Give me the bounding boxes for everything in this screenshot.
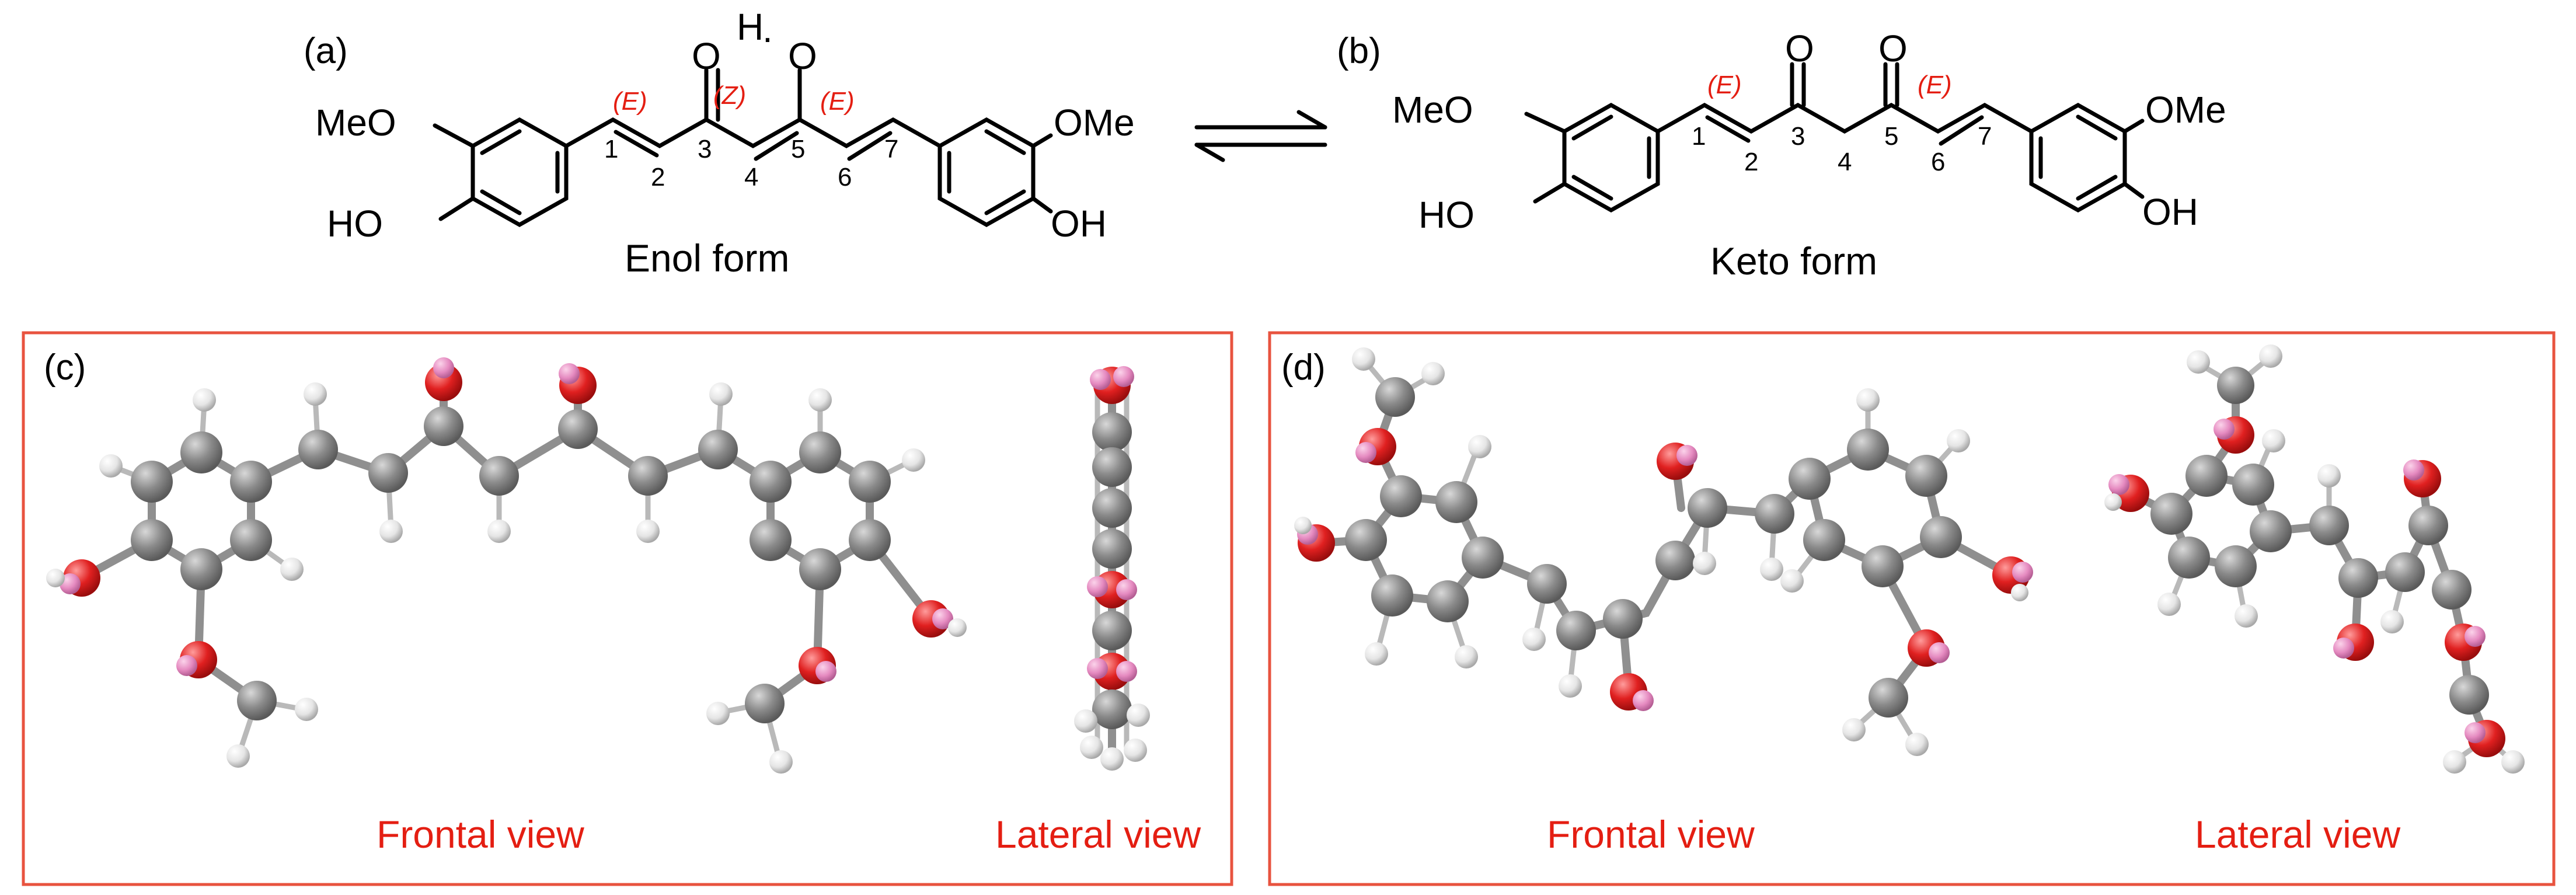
enol-hydroxy-right: OH [1051, 203, 1107, 245]
enol-c4: 4 [744, 163, 758, 191]
keto-left-ring [1562, 102, 1660, 213]
keto-oxygen-3: O [1785, 27, 1814, 69]
panel-c-lateral-label: Lateral view [995, 813, 1201, 856]
enol-stereo-e-1: (E) [613, 87, 647, 116]
panel-b-keto-structure: (b) MeO HO O O (E) (E) 1 2 3 4 5 6 7 OMe… [1337, 27, 2226, 283]
panel-b-letter: (b) [1337, 31, 1381, 71]
keto-c2: 2 [1744, 148, 1758, 176]
enol-c6: 6 [838, 163, 852, 191]
panel-d-lateral-label: Lateral view [2195, 813, 2401, 856]
panel-c-frame [22, 331, 1233, 886]
enol-hydrogen: H [737, 6, 764, 48]
keto-right-ring [2029, 102, 2127, 213]
keto-c1: 1 [1692, 122, 1706, 151]
panel-a-letter: (a) [304, 31, 348, 71]
keto-stereo-e-2: (E) [1918, 71, 1952, 99]
svg-text:.: . [762, 8, 773, 50]
equilibrium-arrows [1194, 110, 1327, 162]
enol-c2: 2 [651, 163, 665, 191]
keto-c3: 3 [1791, 122, 1805, 151]
keto-c6: 6 [1931, 148, 1945, 176]
enol-c3: 3 [698, 135, 712, 163]
enol-right-ring [937, 117, 1036, 228]
panel-a-enol-structure: (a) MeO HO O O H . (E) (Z) (E) 1 2 3 4 5… [304, 6, 1135, 280]
keto-methoxy-left: MeO [1392, 89, 1473, 131]
panel-d-frame [1268, 331, 2556, 886]
panel-c-frontal-model [46, 357, 967, 774]
enol-keto-oxygen: O [692, 35, 721, 77]
keto-c5: 5 [1884, 122, 1898, 151]
keto-hydroxy-right: OH [2142, 191, 2198, 233]
enol-methoxy-left: MeO [315, 102, 396, 144]
enol-hydroxy-left: HO [327, 203, 383, 245]
enol-stereo-z: (Z) [713, 81, 746, 110]
keto-c7: 7 [1978, 122, 1992, 151]
keto-hydroxy-left: HO [1418, 194, 1475, 236]
panel-d-lateral-model [2104, 344, 2525, 774]
panel-c-letter: (c) [44, 347, 86, 388]
keto-oxygen-5: O [1878, 27, 1908, 69]
enol-c1: 1 [604, 135, 618, 163]
enol-methoxy-right: OMe [1054, 102, 1135, 144]
panel-d-frontal-model [1294, 347, 2033, 756]
enol-chain [564, 117, 942, 149]
keto-caption: Keto form [1710, 239, 1877, 283]
enol-stereo-e-2: (E) [820, 87, 855, 116]
panel-d-frontal-label: Frontal view [1547, 813, 1755, 856]
keto-c4: 4 [1838, 148, 1852, 176]
keto-chain [1655, 102, 2034, 134]
enol-caption: Enol form [625, 236, 789, 280]
panel-d-letter: (d) [1281, 347, 1326, 388]
keto-methoxy-right: OMe [2145, 89, 2226, 131]
enol-c7: 7 [884, 135, 898, 163]
panel-c-frontal-label: Frontal view [377, 813, 584, 856]
enol-c5: 5 [791, 135, 805, 163]
enol-left-ring [470, 117, 569, 228]
keto-stereo-e-1: (E) [1707, 71, 1742, 99]
enol-hydroxy-oxygen: O [788, 35, 817, 77]
panel-c-lateral-model [1074, 366, 1150, 771]
